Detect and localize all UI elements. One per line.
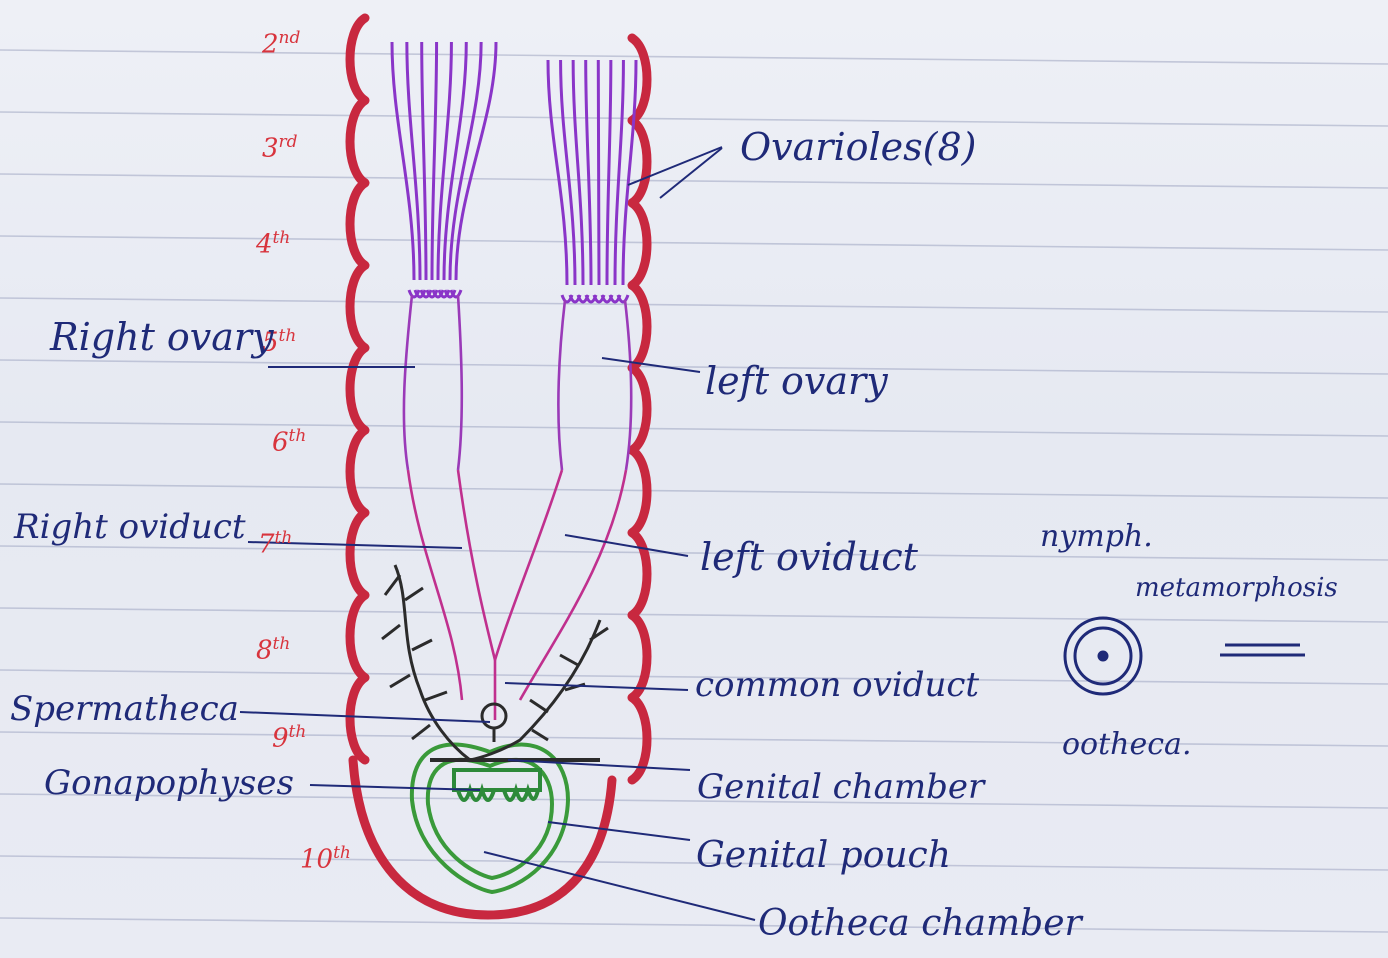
label-right-ovary: Right ovary: [50, 318, 274, 356]
label-gonapophyses: Gonapophyses: [44, 766, 294, 800]
segment-label: 9th: [272, 724, 306, 752]
note-metamorphosis: metamorphosis: [1135, 575, 1338, 601]
label-right-oviduct: Right oviduct: [14, 510, 246, 544]
note-ootheca: ootheca.: [1062, 730, 1191, 760]
segment-label: 3rd: [262, 134, 298, 162]
segment-label: 2nd: [262, 30, 300, 58]
label-ootheca-chamber: Ootheca chamber: [758, 906, 1082, 942]
label-genital-pouch: Genital pouch: [696, 838, 951, 874]
label-left-oviduct: left oviduct: [700, 538, 918, 576]
segment-label: 8th: [256, 636, 290, 664]
ovarioles-shape: [392, 42, 636, 302]
segment-label: 4th: [256, 230, 290, 258]
label-spermatheca: Spermatheca: [10, 692, 239, 726]
abdomen-body-wall: [350, 18, 647, 915]
genital-pouch-shape: [412, 745, 568, 892]
gonapophyses-shape: [454, 770, 540, 800]
segment-label: 6th: [272, 428, 306, 456]
segment-label: 10th: [300, 845, 351, 873]
pointer-lines: [240, 147, 755, 920]
label-genital-chamber: Genital chamber: [697, 770, 984, 804]
label-ovarioles: Ovarioles(8): [740, 128, 976, 166]
label-left-ovary: left ovary: [705, 362, 888, 400]
segment-label: 7th: [258, 530, 292, 558]
label-common-oviduct: common oviduct: [695, 668, 979, 702]
ovary-oviduct-outline: [404, 295, 631, 720]
note-nymph: nymph.: [1040, 522, 1153, 552]
